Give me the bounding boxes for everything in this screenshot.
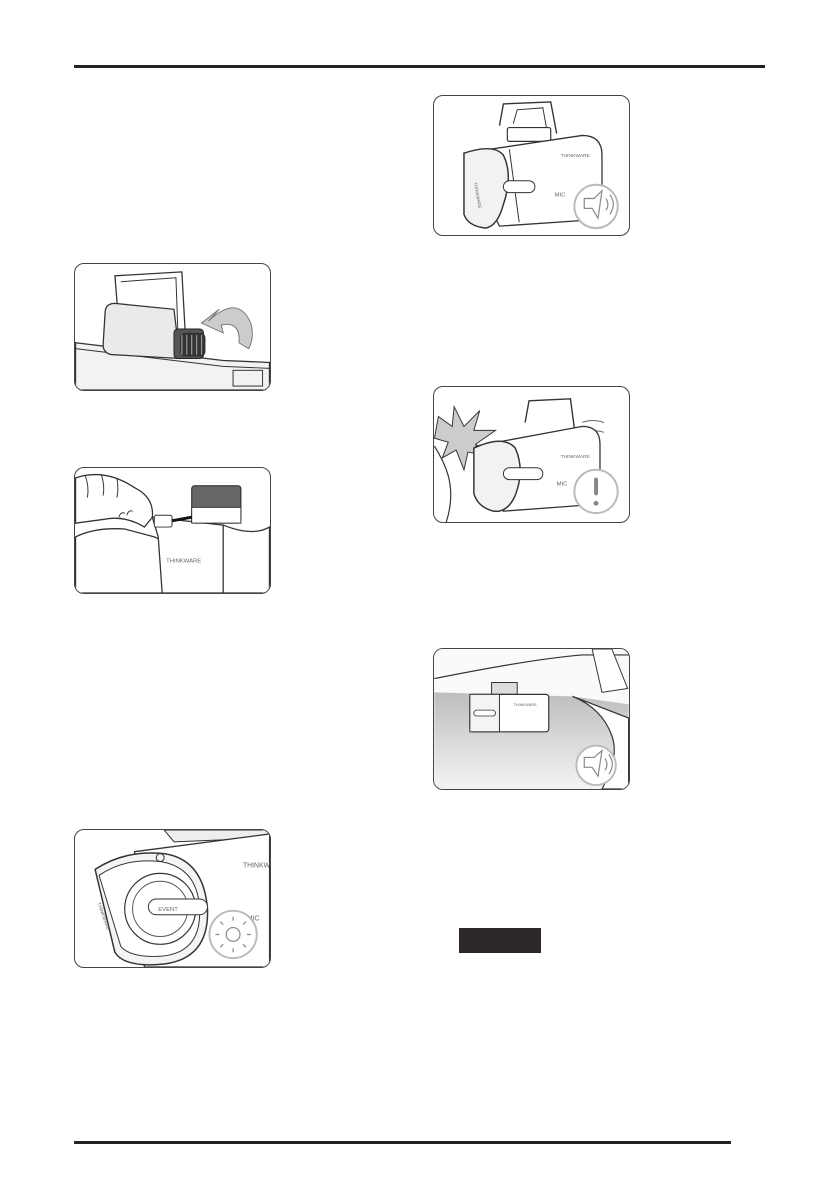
- mount-knob-drawing: [75, 271, 270, 390]
- mount-mic-label: MIC: [555, 193, 567, 199]
- installed-windshield-drawing: THINKWARE: [434, 649, 629, 789]
- illustration-beep-on-mount: THINKWARE THINKWARE MIC: [433, 95, 630, 236]
- beep-on-mount-drawing: THINKWARE THINKWARE MIC: [463, 101, 619, 230]
- power-connect-drawing: THINKWARE: [75, 473, 270, 593]
- illustration-power-on-led: EVENT THINKWARE THINKWARE MIC: [74, 829, 271, 968]
- illustration-impact-alert: THINKWARE MIC: [433, 386, 630, 523]
- alert-icon: [593, 477, 599, 506]
- brand-mark-text: THINKWARE: [166, 558, 201, 564]
- mount-side-brand-text: THINKWARE: [561, 153, 591, 159]
- light-icon: [215, 916, 251, 953]
- power-on-led-drawing: EVENT THINKWARE THINKWARE MIC: [94, 830, 270, 967]
- impact-alert-drawing: THINKWARE MIC: [434, 398, 619, 522]
- windshield-brand-text: THINKWARE: [513, 702, 537, 707]
- illustration-mount-knob: [74, 263, 271, 391]
- impact-mic-label: MIC: [557, 482, 569, 488]
- footer-rule: [74, 1141, 731, 1144]
- impact-side-brand-text: THINKWARE: [561, 454, 591, 460]
- side-brand-text: THINKWARE: [243, 862, 270, 869]
- header-rule: [74, 65, 765, 68]
- event-button-text: EVENT: [158, 907, 178, 913]
- mount-front-brand-text: THINKWARE: [473, 182, 483, 209]
- illustration-installed-windshield: THINKWARE: [433, 648, 630, 790]
- sound-icon: [583, 188, 614, 220]
- sound-icon-installed: [583, 749, 613, 778]
- mic-label-text: MIC: [247, 916, 260, 923]
- label-badge: [459, 928, 541, 953]
- illustration-power-connect: THINKWARE: [74, 467, 271, 594]
